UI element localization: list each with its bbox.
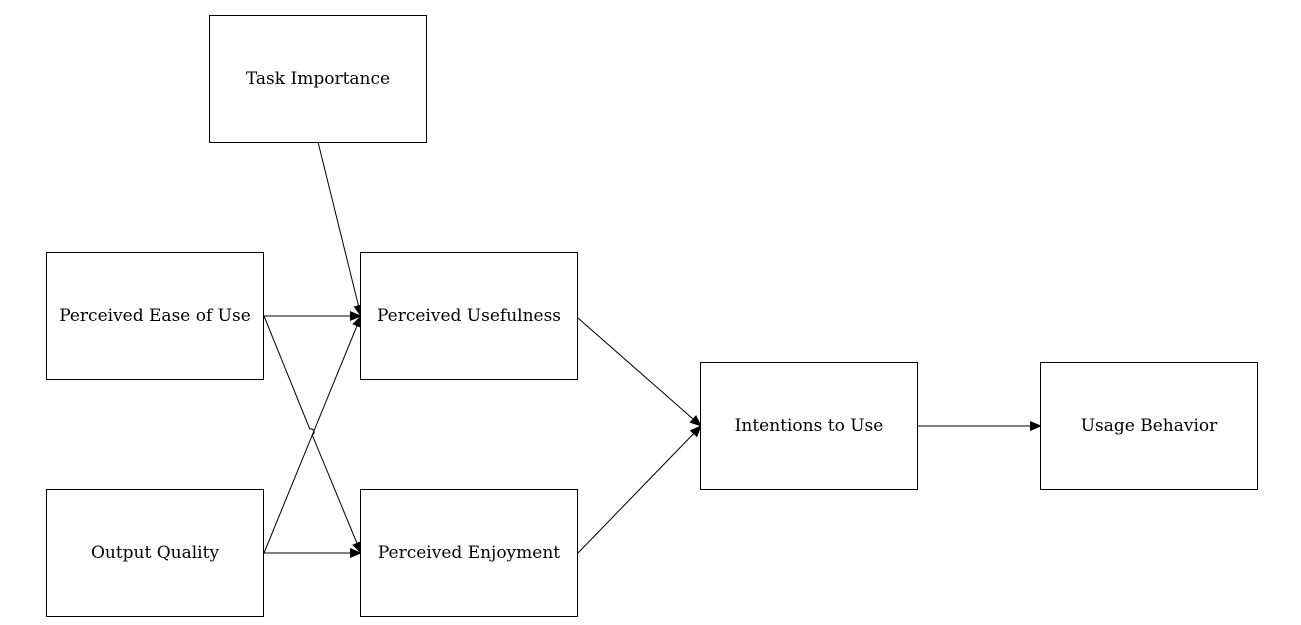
node-label: Intentions to Use: [734, 416, 884, 436]
node-perceived-usefulness: Perceived Usefulness: [360, 252, 578, 380]
node-label: Perceived Enjoyment: [377, 543, 561, 563]
node-label: Perceived Ease of Use: [59, 306, 251, 326]
node-usage-behavior: Usage Behavior: [1040, 362, 1258, 490]
node-perceived-enjoyment: Perceived Enjoyment: [360, 489, 578, 617]
node-intentions-to-use: Intentions to Use: [700, 362, 918, 490]
node-label: Output Quality: [90, 543, 220, 563]
node-task-importance: Task Importance: [209, 15, 427, 143]
node-label: Perceived Usefulness: [376, 306, 562, 326]
edge-task-importance-to-usefulness: [317, 141, 364, 317]
node-perceived-ease-of-use: Perceived Ease of Use: [46, 252, 264, 380]
edge-output-quality-to-usefulness: [263, 315, 362, 554]
edge-usefulness-to-intentions: [577, 317, 702, 427]
node-label: Task Importance: [245, 69, 391, 89]
edge-enjoyment-to-intentions: [577, 425, 702, 554]
node-output-quality: Output Quality: [46, 489, 264, 617]
node-label: Usage Behavior: [1080, 416, 1218, 436]
